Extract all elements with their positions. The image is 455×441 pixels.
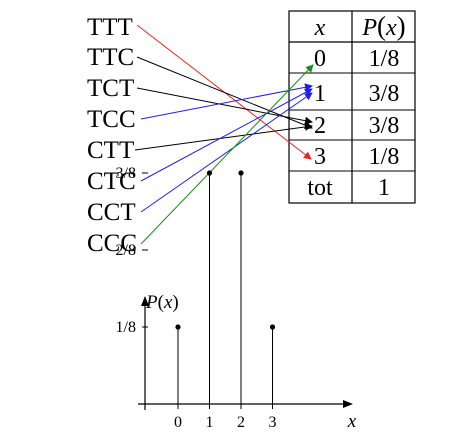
table-header-p-paren-close: ): [397, 11, 406, 41]
y-axis-label-paren-open: (: [158, 292, 164, 313]
x-axis-arrowhead: [343, 400, 353, 408]
table-cell-x: 3: [314, 144, 326, 170]
stem-point: [175, 324, 181, 330]
table-cell-p: 1/8: [369, 46, 400, 72]
table-cell-x: 2: [314, 113, 326, 139]
mapping-arrow-ctc: [140, 88, 313, 182]
table-header-p-paren-open: (: [377, 11, 386, 41]
y-tick-label: 2/8: [116, 242, 136, 259]
mapping-arrow-ccc: [140, 64, 314, 245]
stem-point: [238, 170, 244, 176]
y-tick-label: 3/8: [116, 165, 136, 182]
table-header-p-letter: P: [361, 15, 377, 41]
y-axis-label-letter: P: [145, 292, 158, 313]
table-cell-p: 3/8: [369, 113, 400, 139]
mapping-arrow-tct: [136, 87, 313, 125]
table-cell-p: 3/8: [369, 81, 400, 107]
outcome-label: CCC: [87, 230, 137, 257]
y-axis-arrowhead: [141, 296, 149, 306]
outcome-label: CTC: [87, 168, 136, 195]
probability-table: x P(x) 0 1/8 1 3/8 2 3/8 3 1/8 tot 1: [288, 10, 416, 204]
outcome-label: CTT: [87, 137, 134, 164]
table-total-value: 1: [378, 175, 390, 201]
table-header-p: P(x): [361, 11, 405, 41]
table-total-label: tot: [307, 175, 333, 201]
stem-point: [206, 170, 213, 176]
y-axis-label: P(x): [145, 292, 179, 313]
y-axis-label-paren-close: ): [172, 292, 178, 313]
x-tick-label: 0: [174, 414, 182, 431]
outcome-label: TCC: [87, 106, 136, 133]
y-tick-label: 1/8: [116, 319, 136, 336]
outcome-list: TTT TTC TCT TCC CTT CTC CCT CCC: [87, 14, 137, 257]
x-tick-label: 3: [269, 414, 277, 431]
table-cell-x: 1: [314, 81, 326, 107]
outcome-label: CCT: [87, 199, 136, 226]
table-cell-p: 1/8: [369, 144, 400, 170]
mapping-arrow-ctt: [134, 122, 313, 151]
y-ticks: 1/8 2/8 3/8: [116, 165, 148, 336]
x-ticks: 0 1 2 3: [174, 404, 277, 431]
outcome-label: TTT: [87, 14, 133, 41]
x-axis-label: x: [347, 411, 357, 432]
stem-point: [269, 324, 276, 330]
table-header-x: x: [314, 15, 326, 41]
stems: [175, 170, 276, 404]
x-tick-label: 1: [206, 414, 214, 431]
outcome-label: TTC: [87, 44, 134, 71]
y-axis-label-var: x: [163, 292, 173, 313]
x-tick-label: 2: [237, 414, 245, 431]
mapping-arrows: [134, 24, 314, 245]
table-cell-x: 0: [314, 46, 326, 72]
table-header-p-var: x: [385, 15, 397, 41]
mapping-arrow-cct: [140, 92, 313, 213]
outcome-label: TCT: [87, 75, 134, 102]
mapping-arrow-tcc: [140, 83, 313, 120]
